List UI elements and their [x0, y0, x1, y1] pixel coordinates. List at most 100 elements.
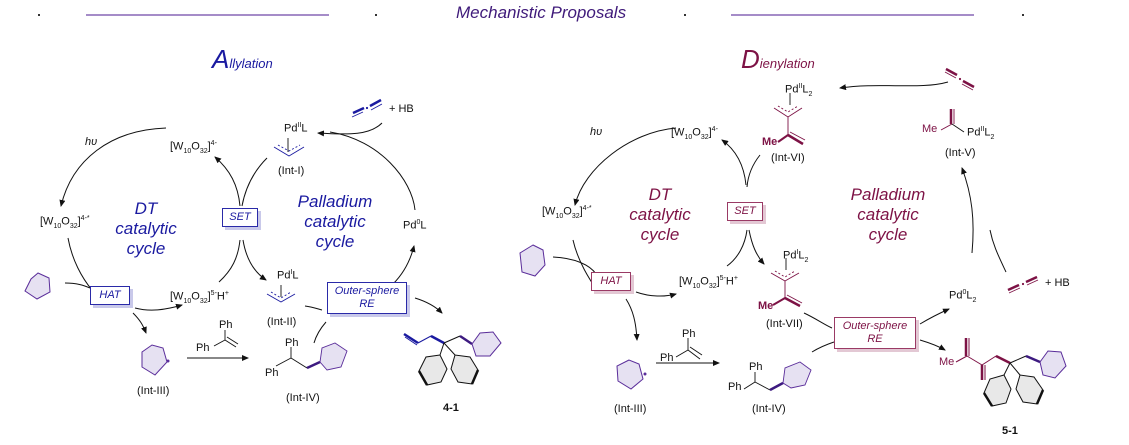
header-dot: [38, 14, 40, 16]
int-iii-label-r: (Int-III): [614, 403, 647, 415]
allyl-int-i: [273, 138, 305, 157]
set-box-right: SET: [727, 202, 763, 221]
arc-int1-to-set: [241, 157, 268, 207]
ph-label: Ph: [219, 319, 233, 331]
diphenylethylene-right: [675, 338, 703, 360]
section-title-dienylation: Dienylation: [741, 44, 815, 74]
me-label-int-vii: Me: [758, 300, 774, 312]
arrow-set-to-w-ground: [214, 156, 241, 207]
w-reduced-state-r: [W10O32]5-H+: [679, 275, 738, 290]
arc-reduced-to-set-r: [726, 229, 748, 267]
arrow-hat-to-radical-r: [625, 298, 640, 341]
ph-label: Ph: [285, 337, 299, 349]
thf-ring-left: [24, 272, 51, 300]
arc-reduced-to-set: [218, 239, 241, 283]
arc-hb-to-pd0-r: [989, 229, 1007, 273]
ph-label-r: Ph: [728, 381, 742, 393]
plus-hb-label-r: + HB: [1045, 277, 1070, 289]
arrow-hat-to-reduced-r: [635, 291, 677, 299]
ph-label: Ph: [196, 342, 210, 354]
header-dot: [1022, 14, 1024, 16]
int-i-label: (Int-I): [278, 165, 305, 177]
pd1-label: PdIL: [277, 269, 299, 282]
dt-cycle-label-left: DT catalytic cycle: [115, 199, 177, 258]
arrow-re-to-pd0-r: [919, 308, 950, 325]
product-label-4-1: 4-1: [443, 402, 459, 414]
header-rule-right: [731, 14, 974, 16]
arrow-set-to-int2: [242, 239, 267, 281]
header-rule-left: [86, 14, 329, 16]
arc-pd2-to-pd0: [329, 131, 416, 211]
int-vi-label: (Int-VI): [771, 152, 805, 164]
arrow-set-to-w-ground-r: [721, 139, 747, 186]
diphenylethylene-left: [213, 330, 239, 348]
pd-cycle-label-left: Palladium catalytic cycle: [297, 192, 373, 251]
product-5-1-structure: [955, 338, 1067, 407]
pd0-label: Pd0L: [403, 219, 427, 232]
ph-label-r: Ph: [682, 328, 696, 340]
product-4-1-structure: [403, 331, 502, 386]
arrow-pd0-to-int5-r: [961, 167, 974, 254]
ph-label-r: Ph: [749, 361, 763, 373]
thf-radical-right: [616, 359, 647, 390]
w-reduced-state: [W10O32]5-H+: [170, 290, 229, 305]
int-v-label: (Int-V): [945, 147, 976, 159]
w-excited-state: [W10O32]4-*: [40, 215, 90, 230]
pd2-int-v-label: PdIIL2: [967, 126, 995, 141]
hv-label: hυ: [85, 136, 98, 148]
dienyl-int-vi: [773, 93, 806, 146]
allene-left: [351, 98, 383, 118]
arrow-re-to-product-r: [919, 339, 946, 351]
pd2-label: PdIIL: [284, 122, 308, 135]
section-title-allylation: Allylation: [212, 44, 273, 74]
int-vii-label: (Int-VII): [766, 318, 803, 330]
allene-right-bottom: [1007, 275, 1039, 294]
arrow-re-to-product: [414, 297, 443, 314]
me-label-r: Me: [762, 136, 778, 148]
w-ground-state-r: [W10O32]4-: [671, 126, 718, 141]
allene-right-top: [944, 67, 975, 91]
allyl-int-ii: [266, 285, 296, 303]
arc-thf-to-hat: [64, 282, 91, 289]
int-iii-label: (Int-III): [137, 385, 170, 397]
hv-label-r: hυ: [590, 126, 603, 138]
hat-box-right: HAT: [591, 272, 631, 291]
arrow-set-to-int7-r: [748, 229, 765, 265]
pd2-label-r: PdIIL2: [785, 83, 813, 98]
me-label-product: Me: [939, 356, 955, 368]
arrow-re-to-pd0: [392, 245, 416, 285]
thf-ring-right: [519, 244, 546, 277]
arc-int2-to-re: [304, 305, 323, 311]
arc-thf-to-hat-r: [552, 256, 597, 275]
w-excited-state-r: [W10O32]4-*: [542, 205, 592, 220]
int-iv-left: [275, 342, 348, 371]
re-box-left: Outer-sphere RE: [327, 282, 407, 314]
thf-radical-left: [141, 344, 170, 376]
ph-label: Ph: [265, 367, 279, 379]
pd0-label-r: Pd0L2: [949, 289, 977, 304]
dienyl-int-vii: [770, 258, 803, 308]
plus-hb-label: + HB: [389, 103, 414, 115]
header-dot: [684, 14, 686, 16]
product-label-5-1: 5-1: [1002, 425, 1018, 437]
arrow-allene-to-pd2: [317, 122, 383, 137]
arc-int4-to-re-r: [811, 341, 835, 353]
dienyl-int-v: [940, 109, 965, 133]
arrow-allene-to-pd2-r: [839, 81, 949, 91]
re-box-right: Outer-sphere RE: [834, 317, 916, 349]
dt-cycle-label-right: DT catalytic cycle: [629, 185, 691, 244]
int-iv-label-r: (Int-IV): [752, 403, 786, 415]
arrow-hat-to-reduced: [134, 303, 183, 311]
w-ground-state: [W10O32]4-: [170, 140, 217, 155]
arrow-hv: [59, 127, 167, 207]
header-dot: [375, 14, 377, 16]
arc-int7-to-re-r: [803, 312, 833, 329]
int-ii-label: (Int-II): [267, 316, 297, 328]
set-box-left: SET: [222, 208, 258, 227]
page-title: Mechanistic Proposals: [456, 3, 627, 22]
ph-label-r: Ph: [660, 352, 674, 364]
arc-int4-to-re: [313, 321, 327, 344]
arrow-hv-r: [573, 127, 677, 206]
hat-box-left: HAT: [90, 286, 130, 305]
arc-excited-to-hat: [67, 237, 93, 291]
